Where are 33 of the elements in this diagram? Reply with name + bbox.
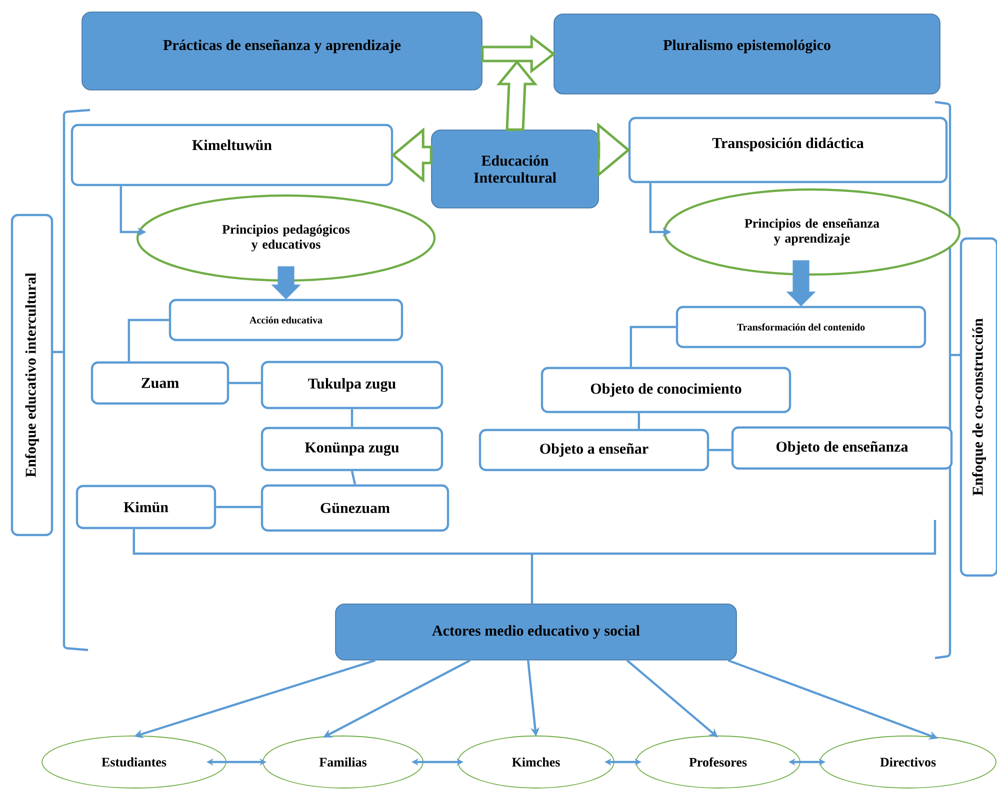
process-box: Prácticas de enseñanza y aprendizaje bbox=[82, 12, 482, 90]
connector-line bbox=[132, 518, 936, 605]
concept-box: Objeto de conocimiento bbox=[540, 366, 792, 414]
block-arrow bbox=[271, 266, 301, 300]
concept-box: Tukulpa zugu bbox=[260, 360, 444, 410]
connector-line bbox=[630, 326, 676, 367]
concept-box: Konünpa zugu bbox=[260, 426, 444, 472]
process-box: Actores medio educativo y social bbox=[335, 604, 737, 660]
concept-box: Objeto a enseñar bbox=[478, 428, 710, 472]
concept-box: Zuam bbox=[90, 361, 230, 405]
block-arrow bbox=[786, 260, 816, 306]
process-box: Pluralismo epistemológico bbox=[554, 14, 940, 94]
block-arrow bbox=[481, 34, 556, 74]
concept-box: Kimün bbox=[76, 484, 216, 530]
connector-line bbox=[709, 448, 732, 452]
block-arrow bbox=[496, 60, 538, 131]
concept-box: Objeto de enseñanza bbox=[731, 426, 953, 470]
block-arrow bbox=[391, 127, 432, 183]
block-arrow bbox=[597, 122, 630, 178]
concept-box: Transposición didáctica bbox=[628, 116, 948, 184]
connector-line bbox=[638, 413, 640, 429]
connector-line bbox=[128, 318, 169, 362]
connector-line bbox=[216, 506, 261, 508]
concept-box: Günezuam bbox=[260, 484, 450, 532]
connector-line bbox=[229, 382, 261, 384]
concept-box: Transformación del contenido bbox=[676, 306, 926, 348]
connector-line bbox=[350, 470, 356, 485]
side-label-box: Enfoque educativo intercultural bbox=[10, 214, 54, 536]
concept-box: Kimeltuwün bbox=[70, 124, 394, 186]
process-box: Educación Intercultural bbox=[431, 130, 599, 208]
connector-line bbox=[350, 409, 354, 427]
side-label-box: Enfoque de co-construcción bbox=[960, 237, 997, 577]
concept-box: Acción educativa bbox=[168, 298, 404, 342]
